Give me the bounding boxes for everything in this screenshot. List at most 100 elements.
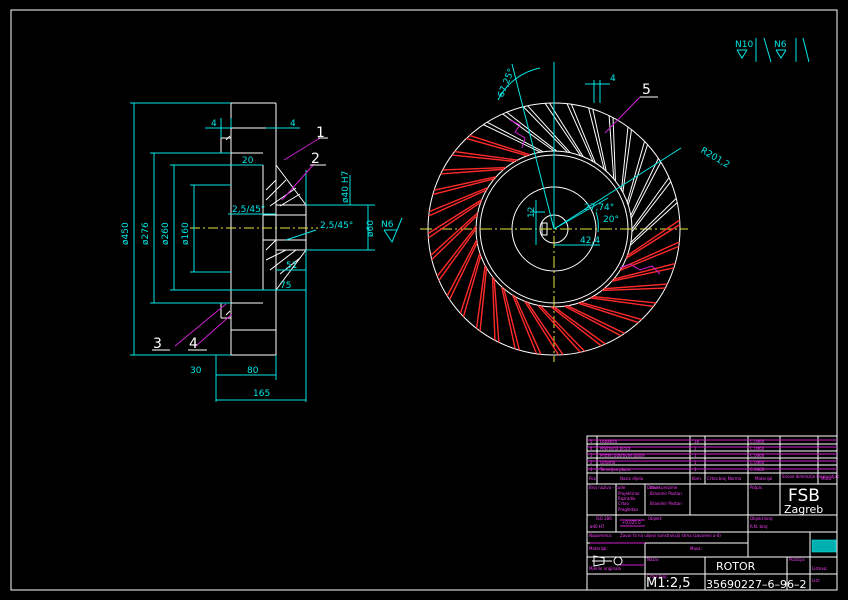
blade-line — [430, 212, 479, 256]
blade-line — [625, 223, 681, 259]
blade-line — [570, 104, 596, 164]
hdr-poz: Poz. — [589, 476, 597, 481]
row-napomena-text: Zavar fa na ulijevi konstrukciji strna (… — [620, 533, 721, 538]
row-materijal: Materijal: — [589, 546, 608, 551]
dim-w51: 51 — [286, 261, 297, 271]
dim-d40h7: ø40 H7 — [341, 171, 351, 203]
row-datum: Datum — [647, 485, 661, 490]
dim-w4c: 4 — [610, 74, 616, 84]
part-mat: C.0460 — [750, 453, 765, 458]
part-qty: 1 — [694, 460, 697, 465]
part-qty: 1 — [694, 467, 697, 472]
blade-line — [433, 176, 497, 191]
hdr-sirove: Sirove dimenzije Proizvodjac — [782, 474, 839, 479]
part-name: Glavina — [600, 460, 616, 465]
blade-line — [630, 198, 677, 243]
blade-line — [537, 304, 581, 353]
callout-3: 3 — [153, 336, 162, 352]
drawing-number: 35690227–6–96–2 — [706, 578, 806, 591]
row-broj: Broj naziva – code — [589, 485, 626, 490]
row-list: List: — [812, 578, 820, 583]
hdr-crtez: Crtez broj Norma — [707, 476, 742, 481]
blade-line — [431, 214, 478, 261]
section-callouts: 1 2 3 4 — [152, 125, 328, 352]
blade-line — [604, 283, 668, 290]
drawing-title: ROTOR — [716, 560, 756, 573]
row-ime: Ime i prezime — [650, 485, 678, 490]
part-row: 1 Temeljna ploca 1 C.0460 — [590, 467, 765, 472]
row-name1: Branimir Postan — [650, 491, 682, 496]
surface-top-a: N10 — [735, 40, 753, 50]
blade-line — [590, 297, 654, 308]
dim-ch1: 2,5/45° — [232, 205, 265, 215]
dim-d260: ø260 — [161, 222, 171, 245]
blade-line — [448, 242, 478, 300]
blade-line — [512, 294, 538, 355]
drawing-scale: M1:2,5 — [646, 576, 691, 591]
row-pozicija: Pozicija: — [789, 557, 805, 562]
row-objbroj: Objekt broj: — [750, 516, 773, 521]
blade-line — [440, 168, 504, 175]
part-row: 4 Pokrovna ploca 1 C.0460 — [590, 446, 765, 451]
blade-line — [428, 189, 487, 217]
blade-line — [506, 111, 558, 152]
drawing-frame — [10, 9, 838, 591]
blade-line — [577, 302, 639, 324]
blade-line — [493, 279, 500, 343]
row-projektirao: Projektirao — [618, 491, 640, 496]
dim-a20: 20° — [603, 215, 619, 225]
part-no: 3 — [590, 453, 593, 458]
blade-line — [626, 219, 681, 257]
blade-line — [524, 300, 560, 356]
blade-line — [454, 150, 518, 161]
impeller-blades — [427, 102, 681, 356]
blade-line — [627, 144, 649, 206]
part-name: Prsten pokrovne ploce — [600, 453, 645, 458]
blade-line — [619, 245, 680, 271]
blade-line — [631, 177, 670, 230]
part-no: 2 — [590, 460, 593, 465]
dim-a2774: 27,74° — [584, 203, 614, 213]
blade-line — [469, 134, 531, 156]
hdr-masa: Masa — [821, 476, 832, 481]
surface-top-b: N6 — [774, 40, 787, 50]
part-no: 1 — [590, 467, 593, 472]
blade-line — [436, 225, 477, 277]
blade-line — [601, 287, 666, 292]
blade-line — [446, 239, 478, 297]
dim-r424: 42,4 — [580, 236, 600, 246]
part-row: 5 Lopatica 18 C.0460 — [590, 439, 765, 444]
callout-5: 5 — [642, 82, 651, 98]
blade-line — [611, 267, 675, 282]
row-rbroj: R.N. broj: — [750, 524, 768, 529]
parts-list: 5 Lopatica 18 C.0460 4 Pokrovna ploca 1 … — [590, 439, 765, 472]
blade-line — [622, 129, 632, 193]
blade-line — [549, 102, 584, 157]
part-mat: C.0460 — [750, 439, 765, 444]
dim-rR2012: R201,2 — [699, 146, 732, 171]
logo-sub: Zagreb — [784, 503, 823, 516]
part-mat: C.0460 — [750, 460, 765, 465]
blade-line — [475, 265, 486, 329]
part-no: 5 — [590, 439, 593, 444]
callout-4: 4 — [189, 336, 198, 352]
blade-line — [491, 276, 496, 341]
blade-line — [427, 201, 482, 239]
dim-d276: ø276 — [141, 222, 151, 245]
part-qty: 18 — [694, 439, 700, 444]
blade-line — [438, 228, 477, 281]
blade-line — [592, 109, 607, 172]
blade-line — [580, 301, 642, 321]
section-dim-text: ø450 ø276 ø260 ø160 ø40 H7 ø60 4 4 20 2,… — [121, 119, 376, 399]
blade-line — [462, 255, 482, 317]
blade-line — [612, 117, 616, 182]
row-tolval: +0,025 0 — [622, 520, 641, 525]
blade-line — [486, 121, 544, 153]
row-isocode: ISO 286 — [596, 516, 612, 521]
blade-line — [501, 286, 516, 350]
blade-line — [553, 306, 606, 345]
row-potpis: Potpis — [750, 485, 762, 490]
part-name: Pokrovna ploca — [600, 446, 631, 451]
hdr-naziv: Naziv dijela — [620, 476, 644, 481]
